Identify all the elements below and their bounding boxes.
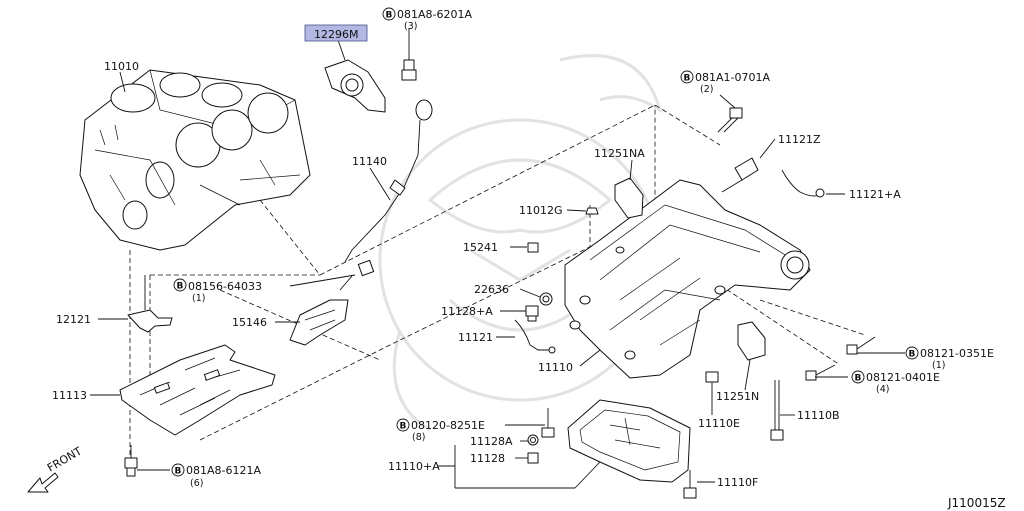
bolt-11110f[interactable] xyxy=(683,470,697,499)
bolt-081a8-6121a[interactable] xyxy=(124,445,138,477)
dipstick-11140[interactable] xyxy=(344,99,433,263)
bolt-08121-0401e[interactable] xyxy=(805,364,836,381)
bolt-symbol-letter: B xyxy=(386,11,393,21)
label-11113[interactable]: 11113 xyxy=(52,389,87,402)
label-12121[interactable]: 12121 xyxy=(56,313,91,326)
qty-08120-8251e: (8) xyxy=(412,432,425,443)
label-08121-0351e[interactable]: 08121-0351E xyxy=(920,347,994,360)
plate-11251n[interactable] xyxy=(737,321,766,361)
label-11128a[interactable]: 11128A xyxy=(470,435,513,448)
front-arrow-icon xyxy=(27,472,59,493)
cylinder-block-11010[interactable] xyxy=(79,69,311,251)
part-22636[interactable] xyxy=(539,292,553,306)
bolt-symbol xyxy=(680,70,694,84)
label-081a8-6121a[interactable]: 081A8-6121A xyxy=(186,464,261,477)
bolt-08156-64033[interactable] xyxy=(339,259,375,291)
sensor-12121[interactable] xyxy=(127,275,173,333)
label-11110a-plus[interactable]: 11110+A xyxy=(388,460,440,473)
bolt-symbol-letter: B xyxy=(909,350,916,360)
label-11121a-plus[interactable]: 11121+A xyxy=(849,188,901,201)
label-081a8-6201a[interactable]: 081A8-6201A xyxy=(397,8,472,21)
label-11251n[interactable]: 11251N xyxy=(716,390,759,403)
part-15241[interactable] xyxy=(527,242,539,253)
bolt-08121-0351e[interactable] xyxy=(846,336,876,355)
qty-081a8-6201a: (3) xyxy=(404,21,417,32)
label-08121-0401e[interactable]: 08121-0401E xyxy=(866,371,940,384)
label-15241[interactable]: 15241 xyxy=(463,241,498,254)
qty-08121-0351e: (1) xyxy=(932,360,945,371)
label-11128[interactable]: 11128 xyxy=(470,452,505,465)
baffle-15146[interactable] xyxy=(289,299,349,346)
pipe-11121a-plus[interactable] xyxy=(781,169,825,198)
qty-08156-64033: (1) xyxy=(192,293,205,304)
baffle-plate-11113[interactable] xyxy=(119,344,276,436)
plug-11012g[interactable] xyxy=(585,207,599,215)
label-11251na[interactable]: 11251NA xyxy=(594,147,645,160)
qty-081a1-0701a: (2) xyxy=(700,84,713,95)
label-11110e[interactable]: 11110E xyxy=(698,417,740,430)
label-11121z[interactable]: 11121Z xyxy=(778,133,821,146)
bolt-symbol xyxy=(905,346,919,360)
pipe-11121z[interactable] xyxy=(721,157,759,193)
label-15146[interactable]: 15146 xyxy=(232,316,267,329)
label-081a1-0701a[interactable]: 081A1-0701A xyxy=(695,71,770,84)
bolt-symbol-letter: B xyxy=(855,374,862,384)
bolt-symbol-letter: B xyxy=(400,422,407,432)
bolt-symbol xyxy=(171,463,185,477)
plug-11128[interactable] xyxy=(527,452,539,464)
bolt-symbol xyxy=(396,418,410,432)
lower-oil-pan-11110a-plus[interactable] xyxy=(567,399,691,483)
bolt-symbol xyxy=(851,370,865,384)
highlight-box xyxy=(304,24,368,42)
label-08120-8251e[interactable]: 08120-8251E xyxy=(411,419,485,432)
washer-11128a[interactable] xyxy=(527,434,539,446)
label-11128a-plus[interactable]: 11128+A xyxy=(441,305,493,318)
bolt-symbol-letter: B xyxy=(177,282,184,292)
qty-08121-0401e: (4) xyxy=(876,384,889,395)
bolt-symbol xyxy=(173,278,187,292)
pipe-11121[interactable] xyxy=(514,319,556,354)
bolt-symbol-letter: B xyxy=(684,74,691,84)
qty-081a8-6121a: (6) xyxy=(190,478,203,489)
bolt-symbol-letter: B xyxy=(175,467,182,477)
bolt-11110e[interactable] xyxy=(705,371,719,410)
label-11110b[interactable]: 11110B xyxy=(797,409,840,422)
label-12296m[interactable]: 12296M xyxy=(314,28,358,41)
label-11121[interactable]: 11121 xyxy=(458,331,493,344)
label-11110f[interactable]: 11110F xyxy=(717,476,758,489)
label-08156-64033[interactable]: 08156-64033 xyxy=(188,280,262,293)
label-11010[interactable]: 11010 xyxy=(104,60,139,73)
label-11012g[interactable]: 11012G xyxy=(519,204,563,217)
leader-lines xyxy=(90,28,905,489)
front-label: FRONT xyxy=(45,444,84,474)
bolt-08120-8251e[interactable] xyxy=(541,408,555,438)
label-22636[interactable]: 22636 xyxy=(474,283,509,296)
label-11140[interactable]: 11140 xyxy=(352,155,387,168)
plug-11128a-plus[interactable] xyxy=(525,305,539,322)
bolt-11110b[interactable] xyxy=(770,380,784,441)
bolt-081a1-0701a[interactable] xyxy=(717,107,743,133)
label-11110[interactable]: 11110 xyxy=(538,361,573,374)
diagram-id: J110015Z xyxy=(947,496,1006,510)
gasket-12296m[interactable] xyxy=(324,59,386,113)
bolt-081a8-6201a[interactable] xyxy=(401,34,417,81)
bolt-symbol xyxy=(382,7,396,21)
upper-oil-pan-11110[interactable] xyxy=(564,179,811,379)
